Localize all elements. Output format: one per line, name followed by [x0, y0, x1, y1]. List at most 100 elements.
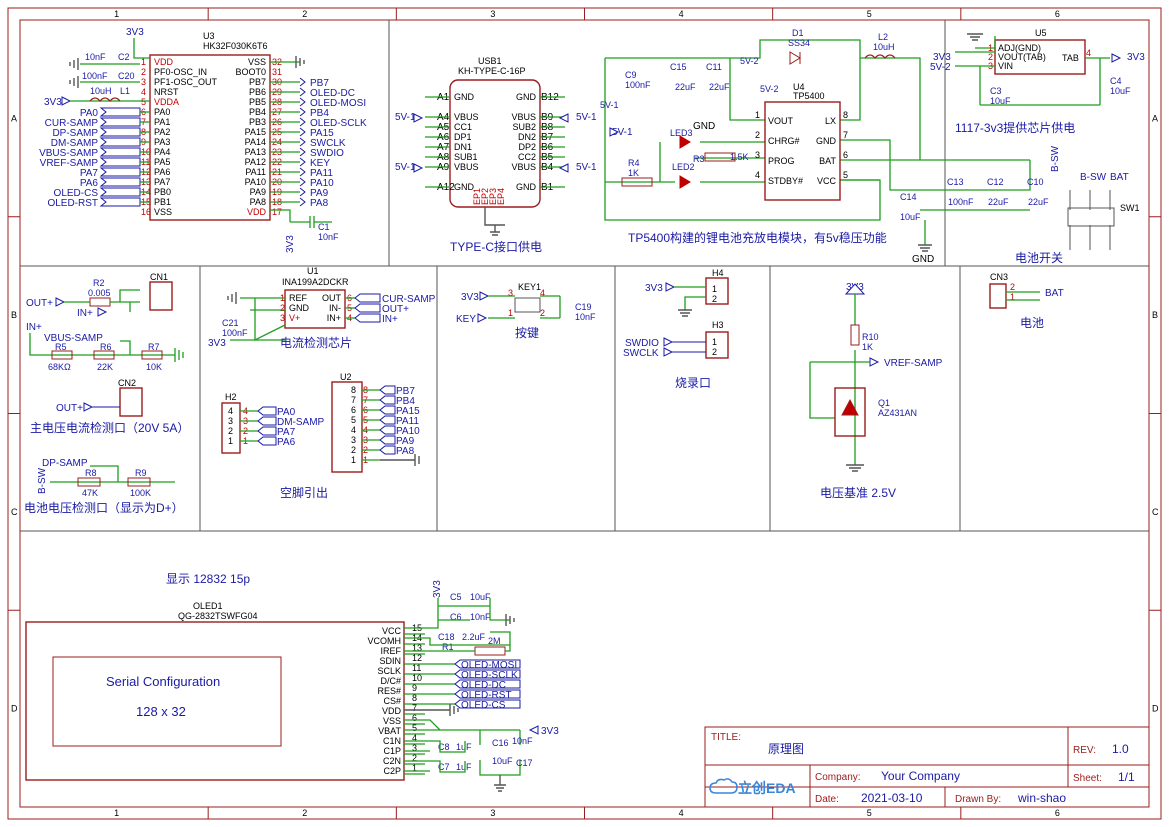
ina-body — [284, 289, 346, 329]
u4-pin-num: 3 — [755, 150, 760, 160]
ina-pin-num: 3 — [280, 313, 285, 323]
oled-pin-name: VBAT — [378, 726, 401, 736]
charger-r3-value: 1.5K — [730, 152, 749, 162]
grid-row-label: A — [1152, 113, 1158, 123]
mcu-pin-num: 3 — [141, 77, 146, 87]
key-pin3: 3 — [508, 288, 513, 298]
u2-pin-num: 7 — [351, 395, 356, 405]
mcu-net-label: SWCLK — [310, 138, 346, 149]
oled-pin-num: 10 — [412, 673, 422, 683]
oled-3v3-top: 3V3 — [432, 580, 443, 598]
shunt-r2-value: 0.005 — [88, 288, 111, 298]
ina-part: INA199A2DCKR — [282, 277, 349, 287]
oled-pin-num: 7 — [412, 703, 417, 713]
grid-col-label: 4 — [679, 9, 684, 19]
charger-u4-body — [764, 101, 841, 201]
oled-c8-ref: C8 — [438, 742, 450, 752]
ina-c21-ref: C21 — [222, 318, 239, 328]
usb-pin-name: DP2 — [518, 142, 536, 152]
oled-net-label: OLED-SCLK — [461, 670, 518, 681]
drawn-value: win-shao — [1017, 791, 1066, 805]
mcu-pin-name: PB1 — [154, 197, 171, 207]
mcu-net-label: CUR-SAMP — [45, 118, 99, 129]
shunt-block[interactable]: OUT+ R2 0.005 CN1 IN+ IN+ VBUS-SAMP R5 6… — [24, 272, 189, 515]
ina-pin-name: REF — [289, 293, 308, 303]
u4-pin-name: STDBY# — [768, 176, 803, 186]
u4-pin-num: 7 — [843, 130, 848, 140]
charger-l2-value: 10uH — [873, 42, 895, 52]
shunt-r7-value: 10K — [146, 362, 162, 372]
vref-block[interactable]: 3V3 R10 1K VREF-SAMP Q1 AZ431AN 电压基准 2.5… — [809, 282, 943, 500]
mcu-net-label: OLED-RST — [47, 198, 98, 209]
svg-text:2: 2 — [712, 347, 717, 357]
charger-c11-ref: C11 — [706, 62, 722, 72]
oled-c6-ref: C6 — [450, 612, 462, 622]
usb-pin-name: GND — [516, 92, 537, 102]
h2-ref: H2 — [225, 392, 237, 402]
shunt-cn1-ref: CN1 — [150, 272, 168, 282]
mcu-pin-num: 17 — [272, 207, 282, 217]
usb-pin-name: VBUS — [511, 162, 536, 172]
vref-net: VREF-SAMP — [884, 358, 943, 369]
charger-c12-ref: C12 — [987, 177, 1004, 187]
charger-r4-value: 1K — [628, 168, 639, 178]
ina-pin-num: 2 — [280, 303, 285, 313]
oled-pin-name: C2N — [383, 756, 401, 766]
oled-pin-name: CS# — [383, 696, 401, 706]
charger-bsw-label: B-SW — [1050, 145, 1061, 172]
oled-3v3-right: 3V3 — [541, 726, 559, 737]
shunt-r9-value: 100K — [130, 488, 151, 498]
oled-pin-name: VDD — [382, 706, 402, 716]
mcu-l1-value: 10uH — [90, 86, 112, 96]
usb-ep-pin: EP4 — [496, 188, 506, 205]
vref-q1-value: AZ431AN — [878, 408, 917, 418]
charger-r4-ref: R4 — [628, 158, 640, 168]
u4-pin-num: 6 — [843, 150, 848, 160]
usb-pin-name: GND — [454, 182, 475, 192]
mcu-pin-name: PB3 — [249, 117, 266, 127]
grid-col-label: 1 — [114, 808, 119, 818]
h2-net-label: PA7 — [277, 427, 296, 438]
h2-net-label: PA0 — [277, 407, 296, 418]
mcu-pin-name: PA4 — [154, 147, 170, 157]
key-caption: 按键 — [515, 326, 539, 340]
u2-net-label: PB4 — [396, 396, 415, 407]
oled-pin-num: 6 — [412, 713, 417, 723]
key-block[interactable]: 3V3 KEY1 3 4 1 2 KEY C19 10nF 按键 — [456, 282, 596, 340]
mcu-ref: U3 — [203, 31, 215, 41]
battery-cn3-ref: CN3 — [990, 272, 1008, 282]
mcu-pin-name: PA14 — [245, 137, 266, 147]
title-block[interactable]: TITLE: 原理图 REV: 1.0 Company: Your Compan… — [704, 726, 1150, 808]
prog-block[interactable]: H4 12 3V3 H3 12 SWDIO SWCLK 烧录口 — [623, 268, 729, 390]
mcu-c2-value: 10nF — [85, 52, 106, 62]
mcu-part: HK32F030K6T6 — [203, 41, 268, 51]
charger-block[interactable]: 5V-1 C9 100nF C15 22uF C11 22uF GND D1 S… — [600, 28, 1061, 265]
oled-net-label: OLED-RST — [461, 690, 512, 701]
ina-3v3: 3V3 — [208, 338, 226, 349]
mcu-3v3-left: 3V3 — [44, 97, 62, 108]
ina-pin-name: OUT — [322, 293, 342, 303]
usb-ep-pin: EP3 — [488, 188, 498, 205]
grid-row-label: B — [11, 310, 17, 320]
prog-caption: 烧录口 — [675, 376, 711, 390]
battery-block[interactable]: CN3 21 BAT 电池 — [989, 272, 1064, 330]
oled-c18-value: 2.2uF — [462, 632, 486, 642]
usb-5v1-left-b: 5V-1 — [395, 162, 416, 173]
title-value: 原理图 — [768, 742, 804, 756]
oled-pin-name: C2P — [383, 766, 401, 776]
mcu-pin-name: PA2 — [154, 127, 170, 137]
mcu-net-label: KEY — [310, 158, 330, 169]
mcu-pin-name: PA0 — [154, 107, 170, 117]
charger-l2-ref: L2 — [878, 32, 888, 42]
switch-block[interactable]: B-SW BAT SW1 电池开关 — [1015, 172, 1140, 265]
oled-block[interactable]: 显示 12832 15p OLED1 QG-2832TSWFG04 Serial… — [25, 572, 559, 792]
prog-swdio: SWDIO — [625, 338, 659, 349]
